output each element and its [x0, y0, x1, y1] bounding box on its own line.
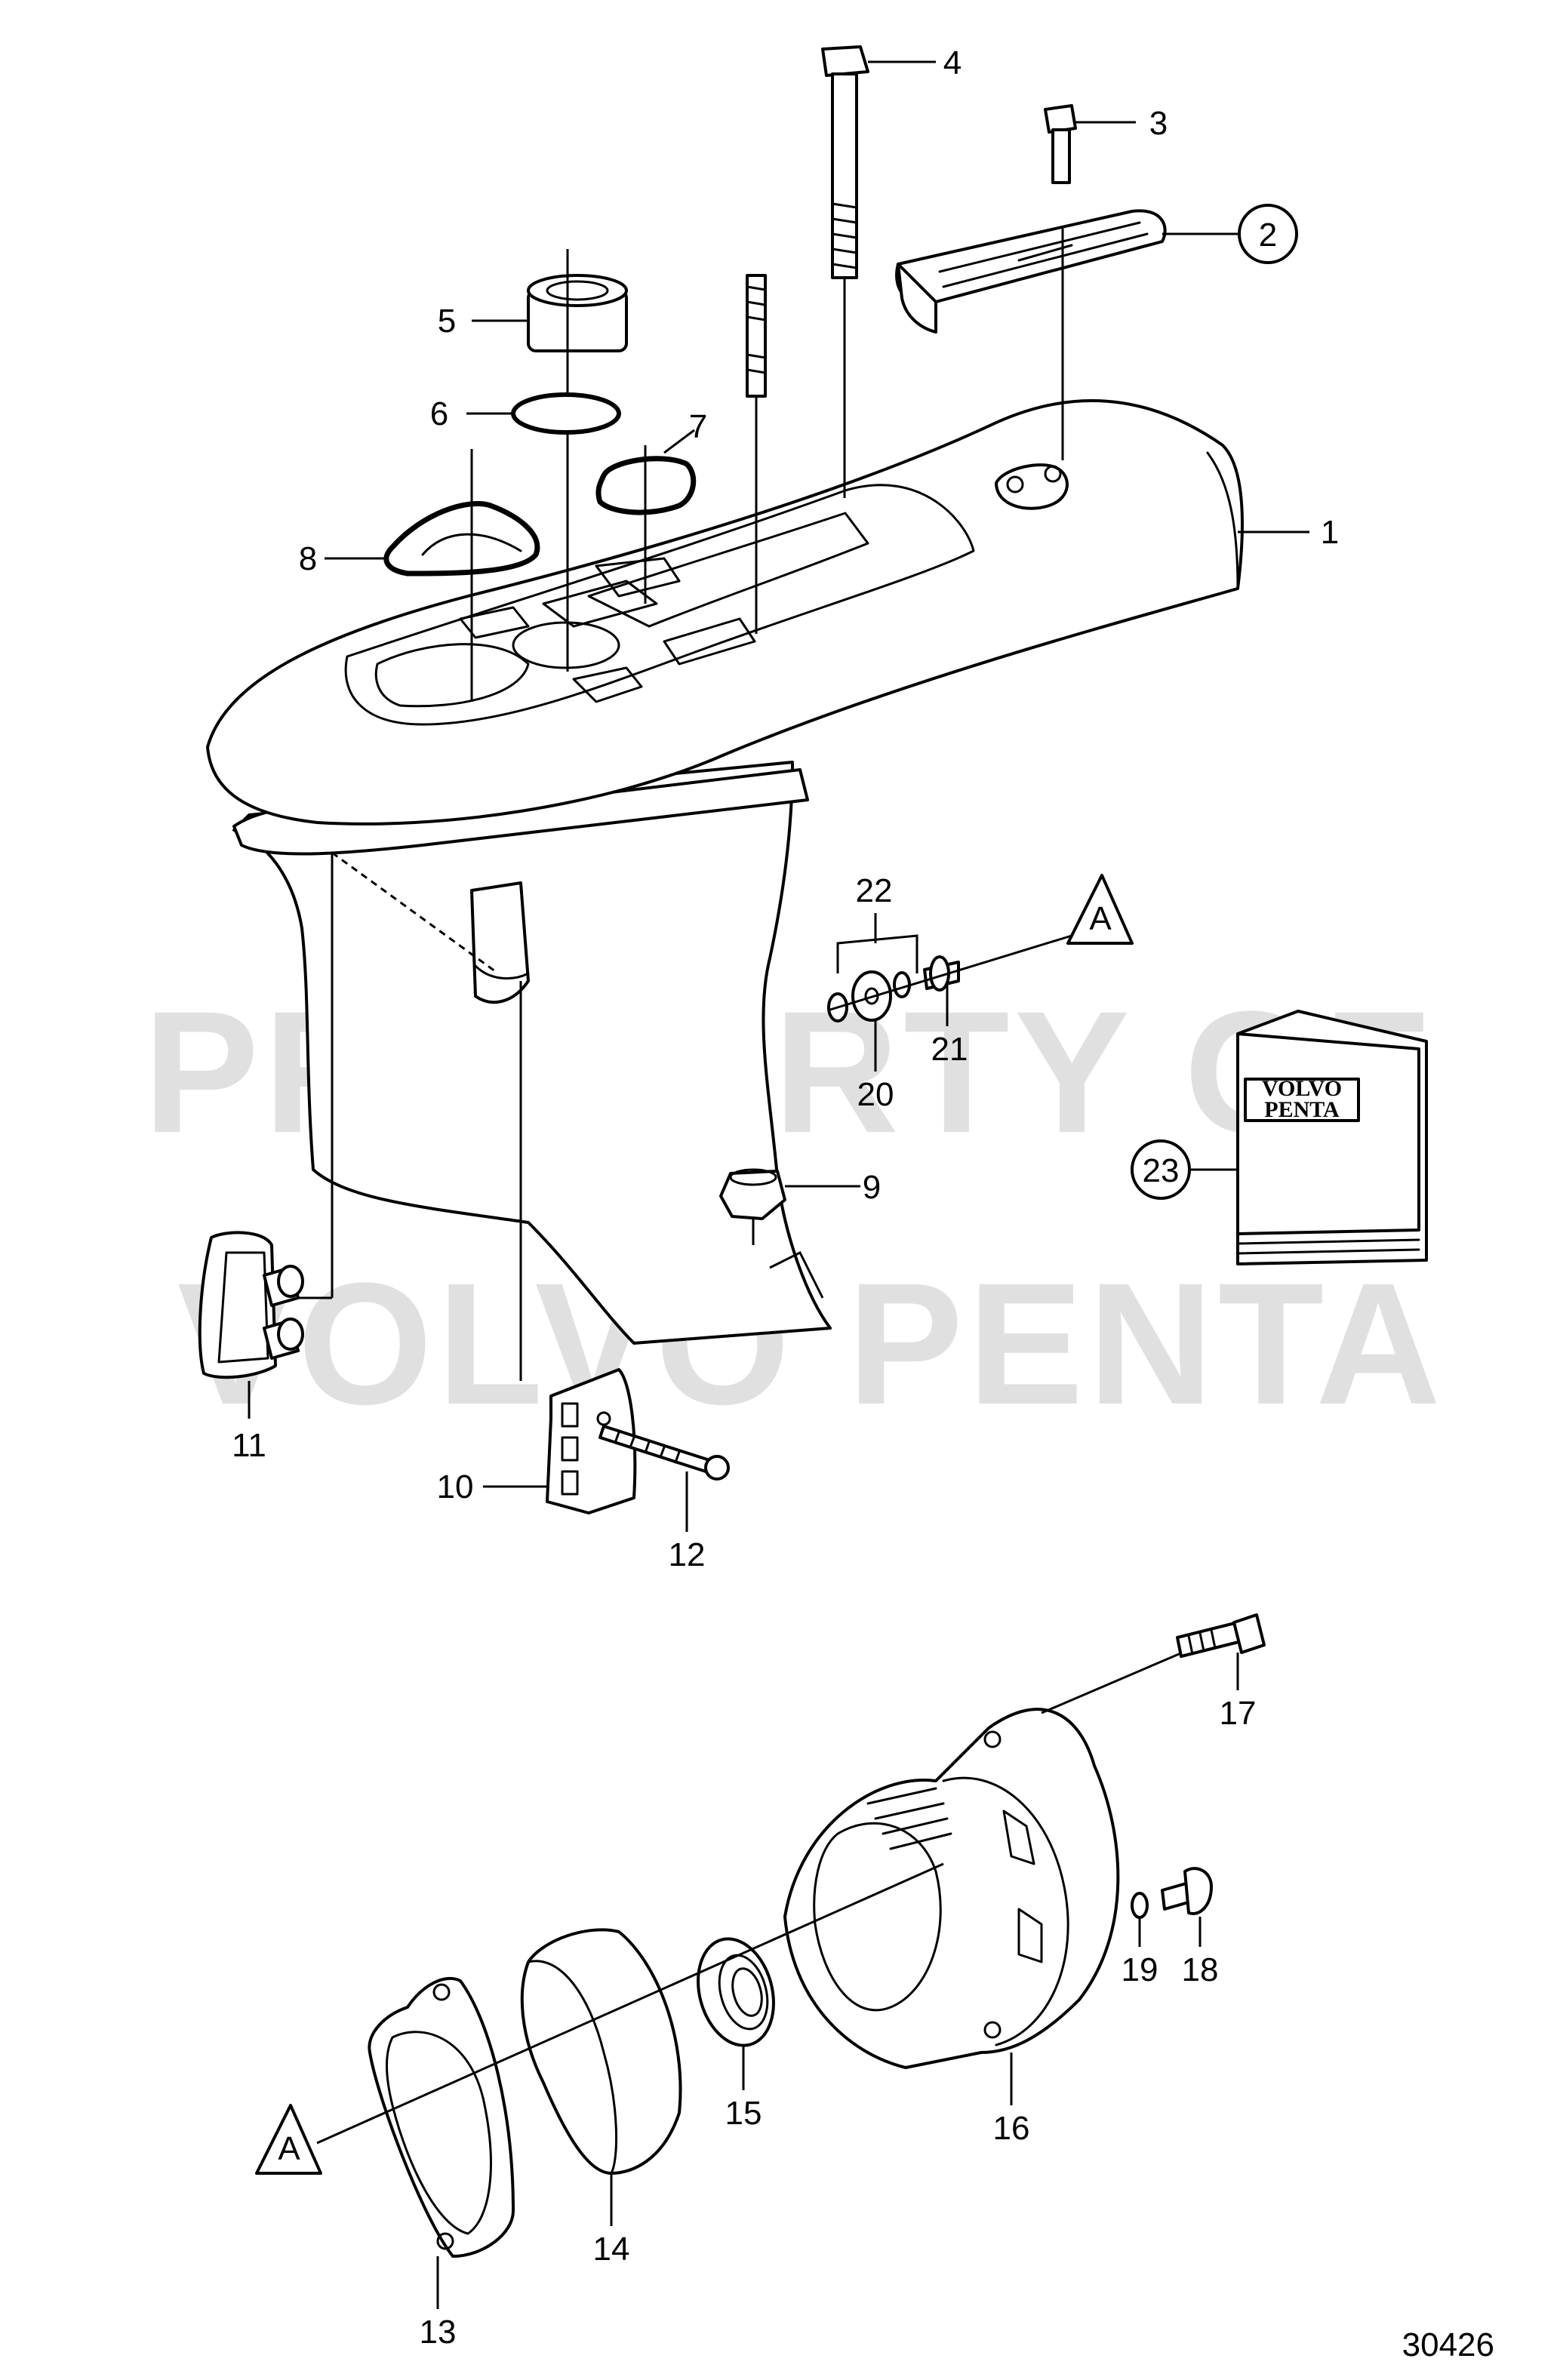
washer-19 [1131, 1892, 1149, 1947]
gasket-8 [325, 449, 540, 702]
bearing-5 [472, 249, 628, 672]
callout-labels: 1 2 3 4 5 6 7 8 9 10 11 12 13 14 15 16 1… [232, 45, 1339, 2351]
cover-plate [895, 209, 1238, 460]
callout-2: 2 [1259, 217, 1277, 254]
callout-3: 3 [1149, 105, 1168, 142]
plug-9 [719, 1168, 860, 1299]
marker-a-bottom-label: A [278, 2130, 300, 2167]
callout-7: 7 [689, 408, 707, 445]
callout-17: 17 [1220, 1695, 1257, 1732]
callout-1: 1 [1321, 514, 1339, 551]
anode-10 [483, 1368, 637, 1514]
callout-11: 11 [232, 1427, 266, 1464]
callout-6: 6 [430, 395, 448, 432]
callout-5: 5 [438, 303, 456, 340]
gasket-13 [368, 1976, 515, 2309]
callout-16: 16 [993, 2110, 1030, 2147]
manual-book: VOLVO PENTA [1189, 1010, 1428, 1265]
callout-22: 22 [856, 872, 893, 909]
seal-15 [697, 1937, 775, 2090]
callout-21: 21 [931, 1031, 968, 1068]
spacer-22 [836, 913, 918, 973]
gear-housing [206, 398, 1244, 1381]
screw-12 [598, 1425, 730, 1532]
stud [746, 274, 767, 634]
manual-brand-line-2: PENTA [1264, 1097, 1340, 1122]
callout-23: 23 [1143, 1152, 1180, 1189]
watermark-line-2: VOLVO PENTA [177, 1247, 1445, 1441]
bearing-housing-16 [316, 1644, 1201, 2145]
callout-14: 14 [593, 2231, 630, 2268]
callout-18: 18 [1182, 1951, 1219, 1988]
screw-3 [1044, 104, 1136, 184]
o-ring-6 [466, 392, 621, 435]
marker-a-top: A [1066, 874, 1134, 945]
drawing-number: 30426 [1402, 2326, 1494, 2363]
callout-20: 20 [857, 1076, 894, 1113]
gasket-7 [595, 429, 697, 604]
callout-10: 10 [437, 1468, 474, 1505]
screw-17 [1176, 1613, 1266, 1690]
marker-a-top-label: A [1089, 900, 1112, 937]
callout-8: 8 [299, 540, 317, 577]
marker-a-bottom: A [255, 2104, 322, 2175]
callout-19: 19 [1122, 1951, 1158, 1988]
screw-21 [829, 934, 1072, 1026]
callout-12: 12 [669, 1536, 706, 1573]
callout-13: 13 [420, 2314, 457, 2351]
callout-9: 9 [863, 1169, 881, 1206]
callout-15: 15 [725, 2095, 762, 2132]
ring-14 [520, 1928, 682, 2226]
anode-11 [198, 1231, 304, 1419]
plug-18 [1161, 1867, 1213, 1947]
callout-4: 4 [943, 45, 962, 81]
bolt-4 [821, 45, 936, 498]
manual-brand-line-1: VOLVO [1262, 1076, 1342, 1101]
